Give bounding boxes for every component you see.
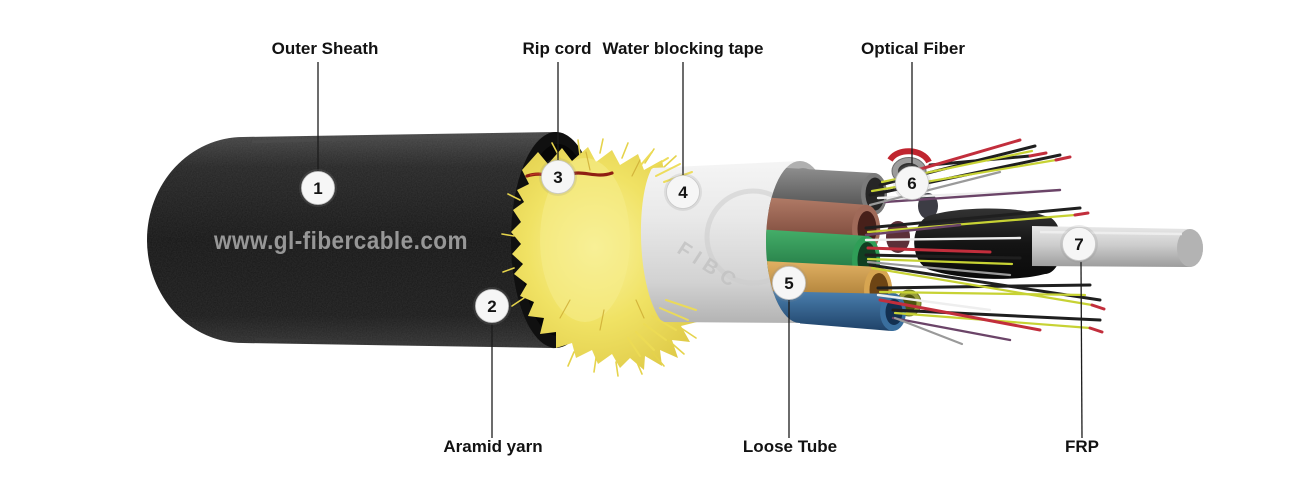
- badge-frp: 7: [1060, 225, 1098, 263]
- optical-fibers: [864, 138, 1106, 346]
- label-frp: FRP: [1065, 437, 1099, 456]
- badge-water-blocking-tape: 4: [664, 173, 702, 211]
- frp-rod: [1032, 226, 1203, 267]
- badge-optical-fiber: 6: [893, 164, 931, 202]
- svg-text:4: 4: [678, 183, 688, 202]
- svg-text:6: 6: [907, 174, 916, 193]
- leader-frp: [1080, 261, 1083, 439]
- callouts: Outer Sheath 1 Rip cord 3 Water blocking…: [272, 39, 1099, 456]
- label-rip-cord: Rip cord: [523, 39, 592, 58]
- svg-text:2: 2: [487, 297, 496, 316]
- svg-text:7: 7: [1074, 235, 1083, 254]
- badge-aramid-yarn: 2: [473, 287, 511, 325]
- badge-rip-cord: 3: [539, 158, 577, 196]
- badge-loose-tube: 5: [770, 264, 808, 302]
- svg-text:1: 1: [313, 179, 322, 198]
- label-aramid-yarn: Aramid yarn: [443, 437, 542, 456]
- brand-text: www.gl-fibercable.com: [213, 227, 468, 255]
- label-outer-sheath: Outer Sheath: [272, 39, 379, 58]
- svg-text:3: 3: [553, 168, 562, 187]
- label-loose-tube: Loose Tube: [743, 437, 837, 456]
- badge-outer-sheath: 1: [299, 169, 337, 207]
- label-optical-fiber: Optical Fiber: [861, 39, 965, 58]
- aramid-yarn-frizz: [627, 151, 697, 357]
- label-water-blocking-tape: Water blocking tape: [603, 39, 764, 58]
- svg-text:5: 5: [784, 274, 793, 293]
